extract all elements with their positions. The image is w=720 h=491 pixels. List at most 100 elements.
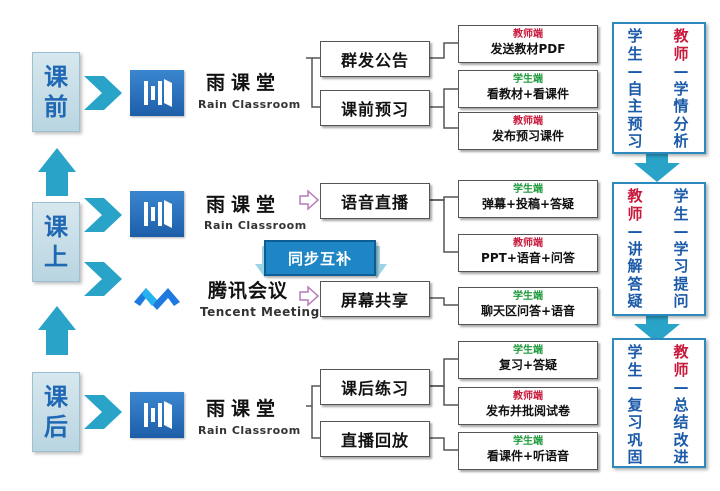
outcome-dash: —: [673, 222, 689, 240]
detail-text: PPT+语音+问答: [481, 251, 575, 265]
role-label: 学生端: [513, 345, 543, 356]
outcome-right-column: 教师 — 学情分析: [670, 27, 692, 151]
outcome-body: 学情分析: [670, 79, 692, 151]
role-label: 教师端: [513, 238, 543, 249]
detail-box: 学生端 复习+答疑: [458, 341, 598, 379]
outcome-char: 学: [627, 343, 643, 361]
chevron-right-icon: [84, 262, 122, 296]
outcome-head: 教师: [624, 187, 646, 223]
outcome-dash: —: [627, 62, 643, 80]
outcome-char: 进: [673, 448, 689, 466]
outcome-char: 巩: [627, 430, 643, 449]
outcome-char: 主: [627, 97, 643, 115]
outcome-right-column: 教师 — 总结改进: [670, 343, 692, 467]
detail-text: 看课件+听语音: [486, 449, 570, 463]
outcome-head: 教师: [670, 343, 692, 379]
outcome-dash: —: [673, 378, 689, 396]
detail-box: 学生端 弹幕+投稿+答疑: [458, 180, 598, 218]
detail-text: 弹幕+投稿+答疑: [481, 197, 575, 211]
detail-text: 发送教材PDF: [490, 42, 566, 56]
detail-text: 聊天区问答+语音: [480, 304, 576, 318]
outcome-char: 答: [627, 274, 643, 293]
brand-name: 腾讯会议: [208, 280, 289, 302]
outcome-char: 习: [627, 413, 643, 431]
outcome-char: 预: [627, 114, 643, 133]
outcome-char: 总: [673, 395, 689, 414]
outcome-char: 学: [673, 239, 689, 258]
outcome-char: 提: [673, 274, 689, 293]
outcome-char: 结: [673, 413, 689, 431]
sync-complement-label: 同步互补: [264, 240, 376, 276]
phase-during-char-2: 上: [44, 243, 68, 271]
role-label: 学生端: [513, 291, 543, 302]
outcome-char: 分: [673, 114, 689, 133]
outcome-char: 解: [627, 257, 643, 275]
outcome-char: 师: [673, 44, 689, 63]
action-box: 直播回放: [320, 421, 430, 457]
phase-after-char-1: 课: [44, 383, 68, 411]
phase-before-char-1: 课: [44, 63, 68, 91]
outcome-head: 学生: [670, 187, 692, 223]
outcome-char: 学: [673, 187, 689, 205]
outcome-char: 学: [673, 79, 689, 98]
outcome-char: 改: [673, 430, 689, 449]
detail-box: 教师端 发送教材PDF: [458, 25, 598, 63]
role-label: 教师端: [513, 391, 543, 402]
outcome-char: 教: [673, 27, 689, 45]
outcome-char: 生: [627, 44, 643, 63]
phase-during: 课 上: [32, 202, 80, 282]
outcome-down-arrows: [634, 150, 680, 343]
outcome-left-column: 学生 — 自主预习: [624, 27, 646, 151]
outcome-head: 教师: [670, 27, 692, 63]
outcome-char: 疑: [627, 292, 643, 310]
outcome-right-column: 学生 — 学习提问: [670, 187, 692, 311]
outcome-dash: —: [673, 62, 689, 80]
chevron-right-icon: [84, 198, 122, 232]
action-box: 群发公告: [320, 41, 430, 77]
outcome-char: 固: [627, 448, 643, 466]
role-label: 学生端: [513, 184, 543, 195]
outcome-char: 情: [673, 97, 689, 115]
outcome-dash: —: [627, 222, 643, 240]
outcome-char: 教: [627, 187, 643, 205]
outcome-during: 教师 — 讲解答疑 学生 — 学习提问: [612, 182, 706, 316]
outcome-left-column: 学生 — 复习巩固: [624, 343, 646, 467]
brand-sub: Rain Classroom: [198, 98, 301, 111]
action-box: 课后练习: [320, 369, 430, 405]
brand-sub: Tencent Meeting: [200, 305, 320, 319]
brand-name: 雨课堂: [206, 194, 282, 216]
outcome-body: 总结改进: [670, 395, 692, 467]
outcome-body: 自主预习: [624, 79, 646, 151]
phase-before: 课 前: [32, 52, 80, 132]
detail-text: 复习+答疑: [498, 358, 558, 372]
hollow-arrows: [299, 189, 320, 307]
outcome-char: 自: [627, 79, 643, 98]
outcome-char: 问: [673, 292, 689, 310]
outcome-body: 学习提问: [670, 239, 692, 311]
outcome-char: 生: [627, 360, 643, 379]
action-box: 课前预习: [320, 90, 430, 126]
outcome-char: 讲: [627, 239, 643, 258]
role-label: 教师端: [513, 29, 543, 40]
brand-sub: Rain Classroom: [198, 424, 301, 437]
detail-box: 学生端 看课件+听语音: [458, 432, 598, 470]
outcome-head: 学生: [624, 27, 646, 63]
outcome-char: 复: [627, 395, 643, 414]
outcome-char: 析: [673, 132, 689, 150]
brand-name: 雨课堂: [206, 72, 282, 94]
outcome-char: 师: [673, 360, 689, 379]
outcome-dash: —: [627, 378, 643, 396]
outcome-head: 学生: [624, 343, 646, 379]
outcome-body: 复习巩固: [624, 395, 646, 467]
outcome-left-column: 教师 — 讲解答疑: [624, 187, 646, 311]
detail-box: 教师端 发布并批阅试卷: [458, 387, 598, 425]
outcome-body: 讲解答疑: [624, 239, 646, 311]
outcome-char: 教: [673, 343, 689, 361]
rain-classroom-logo-icon: [130, 392, 184, 438]
action-box: 屏幕共享: [320, 281, 430, 317]
detail-box: 学生端 聊天区问答+语音: [458, 287, 598, 325]
outcome-before: 学生 — 自主预习 教师 — 学情分析: [612, 22, 706, 154]
phase-up-arrows: [38, 148, 76, 355]
phase-before-char-2: 前: [44, 93, 68, 121]
